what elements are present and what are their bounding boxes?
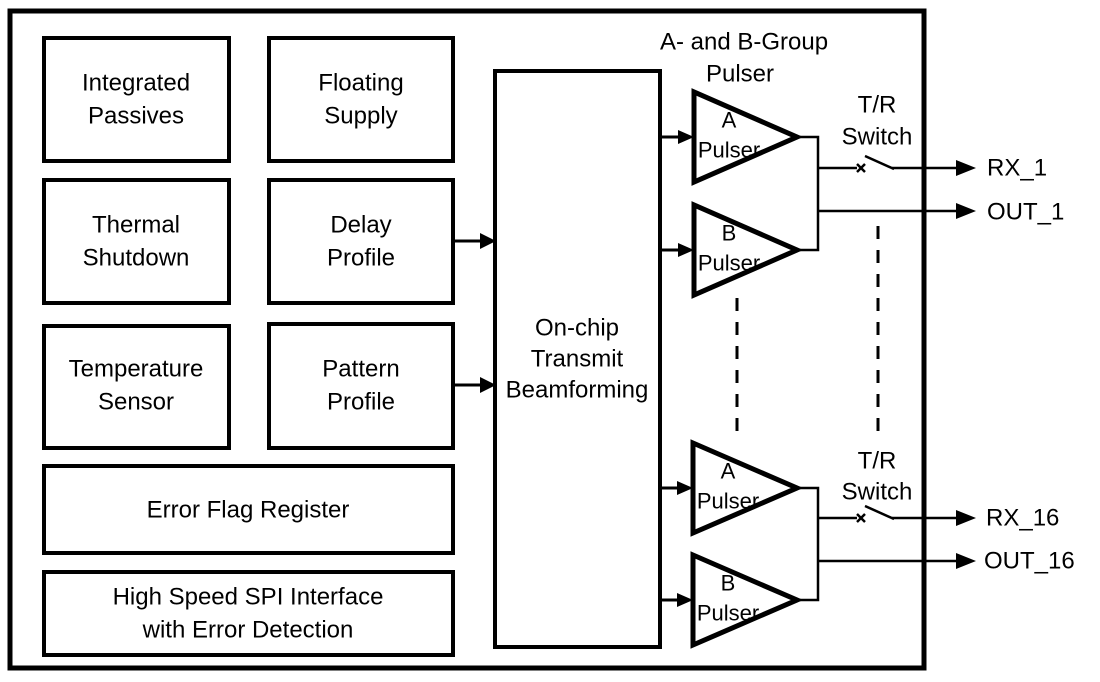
block-thermal-shutdown-box xyxy=(42,178,231,305)
block-delay-profile: Delay Profile xyxy=(267,178,455,305)
block-label: High Speed SPI Interface xyxy=(113,584,384,611)
block-label: Temperature xyxy=(69,356,204,383)
b-pulser-16-triangle-icon xyxy=(690,551,804,649)
pulser-group-2: A Pulser B Pulser T/R Switch xyxy=(660,439,976,649)
block-label: Error Flag Register xyxy=(147,497,350,524)
arrow-pattern-to-beamforming xyxy=(453,377,496,393)
arrow-head-icon xyxy=(480,377,496,393)
block-beamforming-box xyxy=(493,69,662,649)
arrow-beamforming-to-b-pulser-1 xyxy=(660,243,694,257)
arrow-beamforming-to-b-pulser-16 xyxy=(660,593,693,607)
pulser-label: A xyxy=(722,108,737,133)
block-label: Supply xyxy=(324,103,397,130)
block-label: Integrated xyxy=(82,70,190,97)
block-label: Profile xyxy=(327,389,395,416)
pulser-group-1: A Pulser B Pulser T/R Switch xyxy=(660,88,976,299)
arrow-beamforming-to-a-pulser-1 xyxy=(660,130,694,144)
switch-contact-x-icon xyxy=(856,163,866,173)
block-label: Transmit xyxy=(531,346,624,373)
switch-blade-icon xyxy=(864,154,895,171)
block-beamforming: On-chip Transmit Beamforming xyxy=(493,69,662,649)
block-thermal-shutdown: Thermal Shutdown xyxy=(42,178,231,305)
switch-blade-icon xyxy=(864,504,895,521)
block-floating-supply: Floating Supply xyxy=(267,36,455,163)
port-label-out16: OUT_16 xyxy=(984,548,1075,575)
block-label: Profile xyxy=(327,245,395,272)
pulser-label: Pulser xyxy=(698,251,760,276)
a-pulser-1-triangle-icon xyxy=(691,88,804,186)
arrow-delay-to-beamforming xyxy=(453,233,496,249)
tr-switch-16-label: Switch xyxy=(842,479,913,506)
wire-out-16 xyxy=(818,553,976,569)
block-integrated-passives: Integrated Passives xyxy=(42,36,231,163)
block-delay-profile-box xyxy=(267,178,455,305)
block-error-flag-register-box xyxy=(42,464,455,555)
port-label-out1: OUT_1 xyxy=(987,199,1064,226)
block-label: with Error Detection xyxy=(142,617,354,644)
b-pulser-1-triangle-icon xyxy=(691,201,804,299)
pulser-label: B xyxy=(722,221,737,246)
pulser-header-label: A- and B-Group xyxy=(660,29,828,56)
arrow-head-icon xyxy=(677,593,693,607)
chip-boundary xyxy=(7,8,927,671)
arrow-head-icon xyxy=(956,553,976,569)
output-bracket-1 xyxy=(797,135,820,252)
tr-switch-16-label: T/R xyxy=(858,448,897,475)
block-label: On-chip xyxy=(535,315,619,342)
port-label-rx1: RX_1 xyxy=(987,155,1047,182)
block-label: Pattern xyxy=(322,356,399,383)
tr-switch-1-label: T/R xyxy=(858,92,897,119)
block-integrated-passives-box xyxy=(42,36,231,163)
arrow-head-icon xyxy=(480,233,496,249)
block-temperature-sensor: Temperature Sensor xyxy=(42,324,231,450)
block-label: Shutdown xyxy=(83,245,190,272)
switch-contact-x-icon xyxy=(856,513,866,523)
arrow-beamforming-to-a-pulser-16 xyxy=(660,481,693,495)
block-spi-interface-box xyxy=(42,570,455,657)
tr-switch-16-icon xyxy=(818,504,976,526)
block-temperature-sensor-box xyxy=(42,324,231,450)
tr-switch-1-label: Switch xyxy=(842,124,913,151)
block-label: Sensor xyxy=(98,389,174,416)
arrow-head-icon xyxy=(678,243,694,257)
pulser-header-label: Pulser xyxy=(706,61,774,88)
pulser-label: Pulser xyxy=(697,601,759,626)
arrow-head-icon xyxy=(956,160,976,176)
tr-switch-1-icon xyxy=(818,154,976,176)
port-label-rx16: RX_16 xyxy=(986,505,1059,532)
block-spi-interface: High Speed SPI Interface with Error Dete… xyxy=(42,570,455,657)
block-pattern-profile-box xyxy=(267,322,455,450)
block-error-flag-register: Error Flag Register xyxy=(42,464,455,555)
arrow-head-icon xyxy=(956,203,976,219)
arrow-head-icon xyxy=(677,481,693,495)
wire-out-1 xyxy=(818,203,976,219)
arrow-head-icon xyxy=(956,510,976,526)
pulser-label: A xyxy=(721,459,736,484)
block-floating-supply-box xyxy=(267,36,455,163)
pulser-group-header: A- and B-Group Pulser xyxy=(660,29,828,88)
block-label: Thermal xyxy=(92,212,180,239)
pulser-label: Pulser xyxy=(697,489,759,514)
pulser-label: Pulser xyxy=(698,138,760,163)
block-label: Floating xyxy=(318,70,403,97)
block-label: Delay xyxy=(330,212,391,239)
block-pattern-profile: Pattern Profile xyxy=(267,322,455,450)
block-label: Beamforming xyxy=(506,377,649,404)
output-bracket-16 xyxy=(797,486,820,602)
a-pulser-16-triangle-icon xyxy=(690,439,804,537)
block-label: Passives xyxy=(88,103,184,130)
arrow-head-icon xyxy=(678,130,694,144)
pulser-label: B xyxy=(721,571,736,596)
